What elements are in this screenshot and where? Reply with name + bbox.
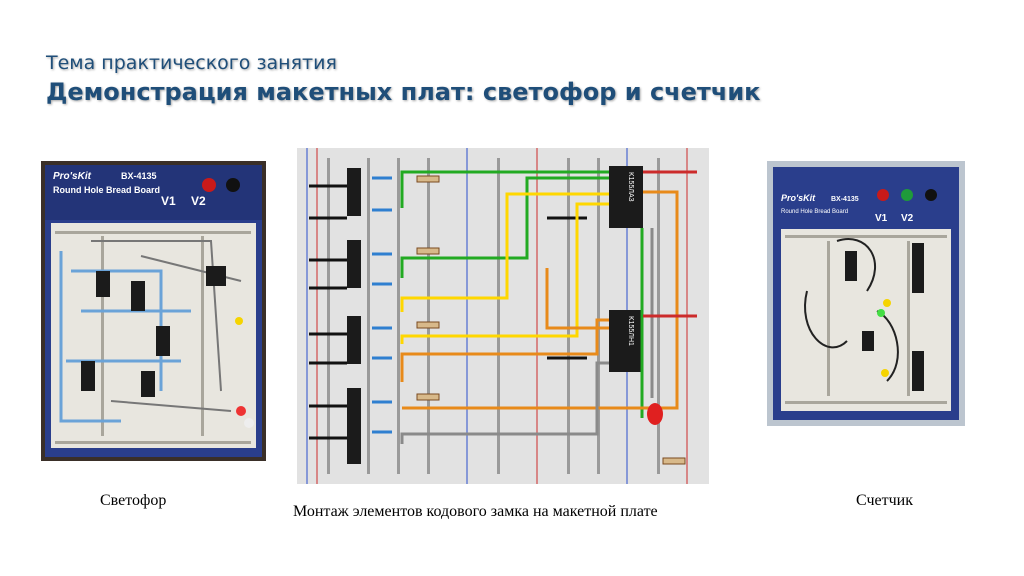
caption-code-lock: Монтаж элементов кодового замка на макет…: [293, 503, 658, 520]
v1-label: V1: [161, 194, 176, 208]
ground-terminal: [226, 178, 240, 192]
chip-top-label: K155ЛА3: [627, 172, 634, 202]
chip-top: [609, 166, 643, 228]
v2-label: V2: [901, 213, 914, 224]
v1-label: V1: [875, 213, 888, 224]
model-text: BX-4135: [121, 171, 157, 181]
caption-counter: Счетчик: [856, 492, 913, 509]
code-lock-diagram: K155ЛА3 K155ЛН1: [297, 148, 709, 484]
board-label-text: Round Hole Bread Board: [53, 185, 160, 195]
traffic-light-photo: Pro'sKit BX-4135 Round Hole Bread Board …: [41, 161, 266, 461]
chip-bottom: [609, 310, 643, 372]
v1-terminal: [202, 178, 216, 192]
v1-terminal: [877, 189, 889, 201]
board-label-text: Round Hole Bread Board: [781, 209, 848, 215]
caption-traffic-light: Светофор: [100, 492, 167, 509]
slide-title-line1: Тема практического занятия: [46, 52, 337, 74]
counter-photo: Pro'sKit BX-4135 Round Hole Bread Board …: [767, 161, 965, 426]
v2-terminal: [901, 189, 913, 201]
led-red: [647, 403, 663, 425]
brand-text: Pro'sKit: [781, 193, 816, 203]
brand-text: Pro'sKit: [53, 171, 92, 182]
model-text: BX-4135: [831, 196, 859, 203]
counter-board: Pro'sKit BX-4135 Round Hole Bread Board …: [767, 161, 965, 426]
traffic-light-board: Pro'sKit BX-4135 Round Hole Bread Board …: [41, 161, 266, 461]
ground-terminal: [925, 189, 937, 201]
chip-bottom-label: K155ЛН1: [627, 316, 634, 346]
v2-label: V2: [191, 194, 206, 208]
slide-title-line2: Демонстрация макетных плат: светофор и с…: [46, 78, 761, 106]
code-lock-breadboard: K155ЛА3 K155ЛН1: [297, 148, 709, 484]
